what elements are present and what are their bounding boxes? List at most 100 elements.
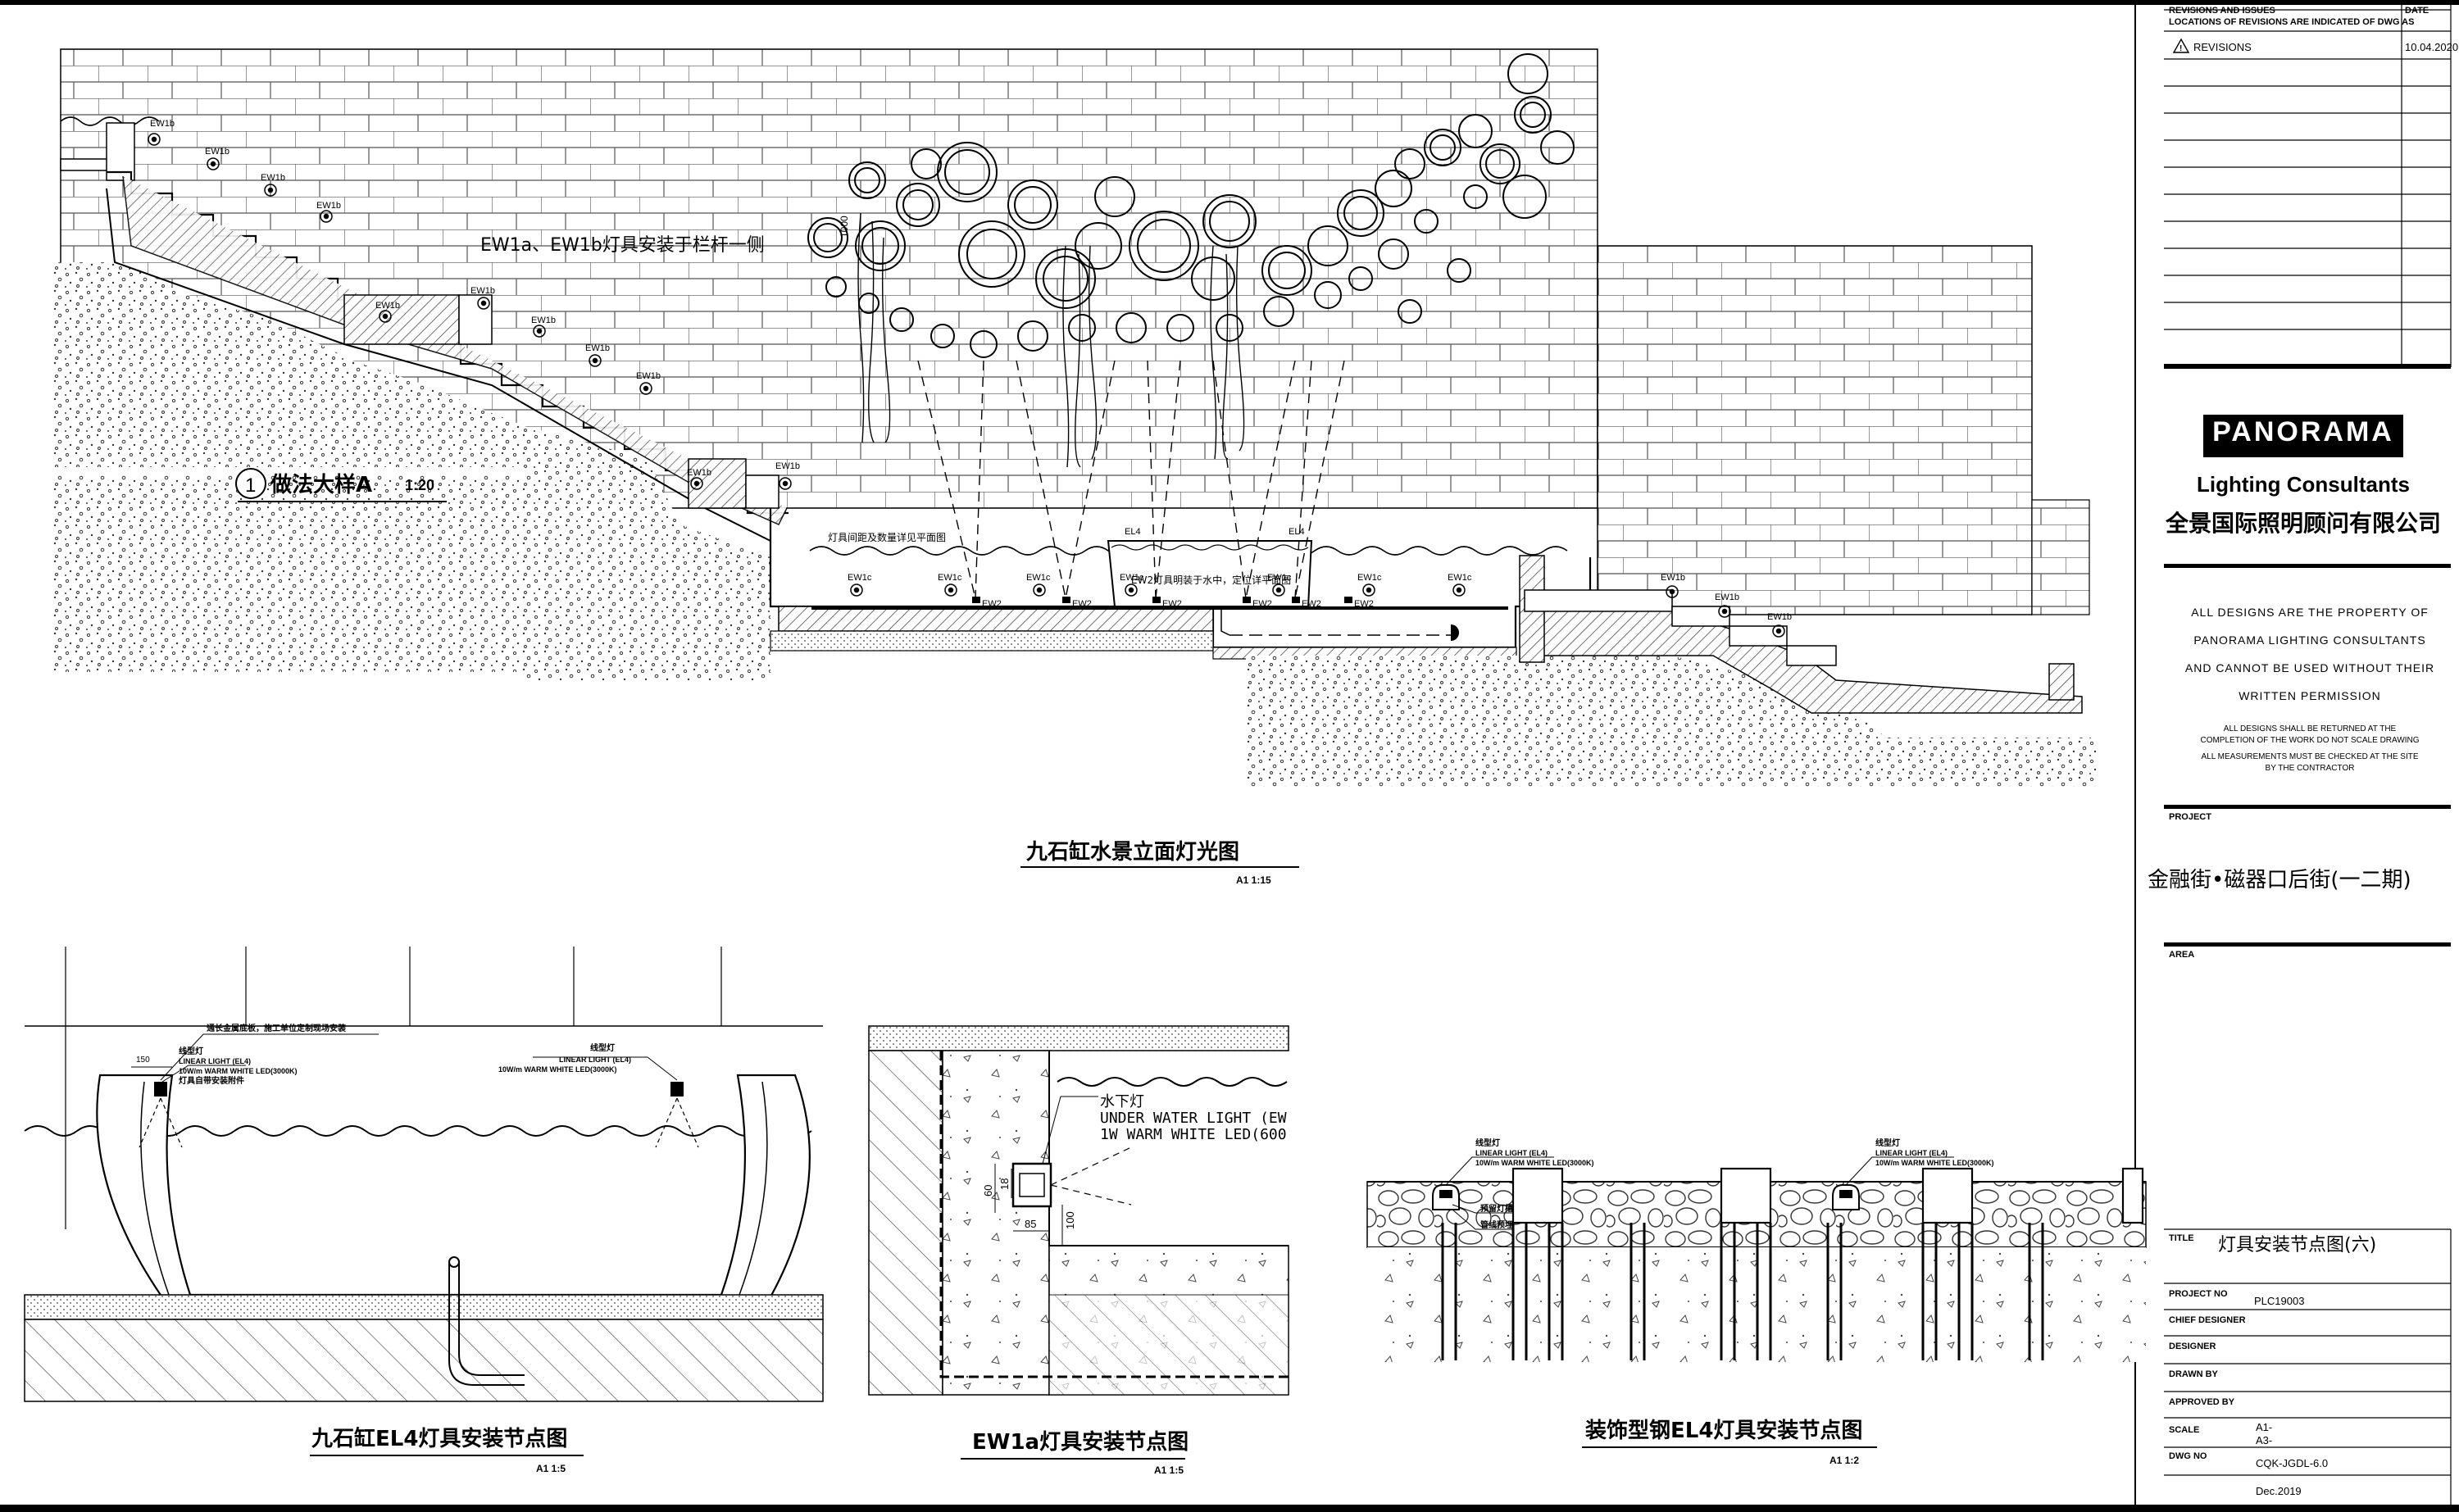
company-cn: 全景国际照明顾问有限公司 [2165, 510, 2441, 537]
svg-text:10W/m WARM WHITE LED(3000K): 10W/m WARM WHITE LED(3000K) [179, 1067, 298, 1075]
svg-text:DESIGNER: DESIGNER [2169, 1342, 2216, 1351]
detail-steel-title: 装饰型钢EL4灯具安装节点图 [1585, 1418, 1862, 1443]
elevation-scale: A1 1:15 [1236, 874, 1271, 886]
svg-text:PROJECT NO: PROJECT NO [2169, 1289, 2228, 1299]
svg-text:60: 60 [982, 1185, 994, 1196]
ew1b-markers-left [148, 133, 792, 490]
svg-text:EW2: EW2 [1252, 599, 1272, 609]
brick-wall-right [1597, 245, 2033, 615]
svg-text:LINEAR LIGHT (EL4): LINEAR LIGHT (EL4) [559, 1056, 631, 1064]
svg-text:CHIEF DESIGNER: CHIEF DESIGNER [2169, 1315, 2246, 1325]
sheet-title: 灯具安装节点图(六) [2218, 1235, 2376, 1255]
svg-text:10W/m WARM WHITE LED(3000K): 10W/m WARM WHITE LED(3000K) [498, 1065, 617, 1074]
svg-text:1: 1 [245, 474, 256, 497]
svg-text:LOCATIONS OF REVISIONS ARE IND: LOCATIONS OF REVISIONS ARE INDICATED OF … [2169, 17, 2414, 27]
svg-text:EW1c: EW1c [1120, 573, 1144, 583]
elevation-drawing: EW1b EW1b EW1b EW1b EW1b EW1b EW1b EW1b … [52, 48, 2098, 886]
detail-ew1a: 60 18 100 85 水下灯 UNDER WATER LIGHT (EW 1… [868, 1025, 1289, 1476]
svg-text:REVISIONS AND ISSUES: REVISIONS AND ISSUES [2169, 6, 2275, 16]
svg-text:10W/m WARM WHITE LED(3000K): 10W/m WARM WHITE LED(3000K) [1475, 1159, 1594, 1167]
detail-el4-scale: A1 1:5 [536, 1463, 566, 1474]
svg-text:10.04.2020: 10.04.2020 [2405, 41, 2458, 53]
svg-text:EW1b: EW1b [1661, 573, 1685, 583]
svg-text:LINEAR LIGHT (EL4): LINEAR LIGHT (EL4) [1875, 1149, 1948, 1157]
svg-text:EW1b: EW1b [1767, 612, 1792, 622]
svg-text:DWG NO: DWG NO [2169, 1451, 2207, 1461]
water-streams [857, 212, 1245, 468]
ew1c-markers [850, 583, 1785, 638]
svg-text:EW1b: EW1b [150, 119, 175, 129]
svg-text:EW1b: EW1b [470, 286, 495, 296]
light-beams [917, 360, 1345, 599]
property-notice: ALL DESIGNS ARE THE PROPERTY OF PANORAMA… [2185, 606, 2434, 773]
project-name: 金融街•磁器口后街(一二期) [2148, 868, 2411, 892]
svg-text:EW2: EW2 [1302, 599, 1321, 609]
elevation-title: 九石缸水景立面灯光图 [1025, 839, 1239, 865]
svg-text:线型灯: 线型灯 [1475, 1137, 1500, 1148]
svg-text:ALL DESIGNS SHALL BE RETURNED: ALL DESIGNS SHALL BE RETURNED AT THE [2224, 724, 2397, 733]
svg-text:EW1c: EW1c [848, 573, 872, 583]
svg-text:ALL MEASUREMENTS MUST BE CHECK: ALL MEASUREMENTS MUST BE CHECKED AT THE … [2201, 752, 2418, 761]
svg-text:EW1b: EW1b [687, 468, 711, 478]
svg-text:EW1c: EW1c [938, 573, 962, 583]
svg-text:1W WARM WHITE LED(600: 1W WARM WHITE LED(600 [1100, 1126, 1287, 1143]
sculpture-circles [807, 53, 1575, 358]
title-block: REVISIONS AND ISSUES LOCATIONS OF REVISI… [2148, 0, 2458, 1505]
svg-text:EW1b: EW1b [775, 461, 800, 471]
dim-left: 1000 [839, 216, 850, 238]
svg-text:EW1b: EW1b [205, 147, 230, 157]
svg-text:PANORAMA LIGHTING CONSULTANTS: PANORAMA LIGHTING CONSULTANTS [2193, 633, 2425, 647]
svg-text:TITLE: TITLE [2169, 1233, 2194, 1243]
svg-text:PANORAMA: PANORAMA [2212, 416, 2394, 447]
svg-text:A3-: A3- [2256, 1434, 2272, 1446]
detail-steel-scale: A1 1:2 [1829, 1455, 1859, 1466]
note-spacing: 灯具间距及数量详见平面图 [828, 531, 946, 543]
detail-ew1a-title: EW1a灯具安装节点图 [972, 1429, 1189, 1455]
svg-text:COMPLETION OF THE WORK DO NOT: COMPLETION OF THE WORK DO NOT SCALE DRAW… [2200, 736, 2419, 745]
svg-text:EW1c: EW1c [1357, 573, 1382, 583]
svg-text:85: 85 [1025, 1218, 1036, 1230]
svg-text:EW1b: EW1b [375, 301, 400, 311]
svg-text:LINEAR LIGHT (EL4): LINEAR LIGHT (EL4) [179, 1057, 251, 1065]
detail-el4-title: 九石缸EL4灯具安装节点图 [311, 1426, 567, 1451]
svg-text:EW1b: EW1b [1715, 593, 1739, 602]
svg-text:A1-: A1- [2256, 1421, 2272, 1433]
svg-text:100: 100 [1064, 1211, 1076, 1229]
svg-text:AND CANNOT BE USED WITHOUT THE: AND CANNOT BE USED WITHOUT THEIR [2185, 661, 2434, 674]
panorama-logo: PANORAMA [2203, 415, 2403, 457]
stone-jar [96, 1074, 811, 1313]
svg-text:EW1b: EW1b [636, 371, 661, 381]
svg-text:150: 150 [136, 1056, 150, 1065]
svg-text:水下灯: 水下灯 [1100, 1093, 1144, 1110]
svg-text:EL4: EL4 [1125, 527, 1141, 537]
ew2-fixtures [972, 597, 1352, 603]
svg-text:线型灯: 线型灯 [179, 1046, 203, 1056]
svg-text:BY THE CONTRACTOR: BY THE CONTRACTOR [2266, 764, 2355, 773]
svg-text:DRAWN BY: DRAWN BY [2169, 1369, 2219, 1379]
svg-text:REVISIONS: REVISIONS [2193, 41, 2252, 53]
tag-labels: EW1b EW1b EW1b EW1b EW1b EW1b EW1b EW1b … [150, 119, 1792, 622]
svg-text:EW1b: EW1b [585, 343, 610, 353]
svg-text:线型灯: 线型灯 [590, 1042, 615, 1053]
svg-text:预留灯槽: 预留灯槽 [1480, 1203, 1513, 1214]
svg-text:CQK-JGDL-6.0: CQK-JGDL-6.0 [2256, 1457, 2328, 1469]
svg-text:PLC19003: PLC19003 [2254, 1295, 2304, 1307]
svg-text:APPROVED BY: APPROVED BY [2169, 1397, 2235, 1407]
svg-text:1:20: 1:20 [405, 477, 434, 493]
svg-text:PROJECT: PROJECT [2169, 812, 2211, 822]
svg-text:EW1c: EW1c [1448, 573, 1472, 583]
svg-text:ALL DESIGNS ARE THE PROPERTY O: ALL DESIGNS ARE THE PROPERTY OF [2191, 606, 2429, 619]
svg-text:做法大样A: 做法大样A [270, 472, 372, 497]
svg-text:EW1b: EW1b [316, 201, 341, 211]
svg-text:WRITTEN PERMISSION: WRITTEN PERMISSION [2239, 689, 2381, 702]
detail-steel-el4: 线型灯 LINEAR LIGHT (EL4) 10W/m WARM WHITE … [1366, 1137, 2147, 1466]
svg-text:LINEAR LIGHT (EL4): LINEAR LIGHT (EL4) [1475, 1149, 1548, 1157]
svg-text:EW2: EW2 [1354, 599, 1374, 609]
company-en: Lighting Consultants [2197, 472, 2410, 497]
svg-text:EW2: EW2 [982, 599, 1002, 609]
svg-text:EW2: EW2 [1072, 599, 1092, 609]
detail-ew1a-scale: A1 1:5 [1154, 1464, 1184, 1476]
detail-callout: 1 做法大样A 1:20 [235, 468, 447, 502]
detail-el4-jar: 150 通长金属底板，施工单位定制现场安装 线型灯 LINEAR LIGHT (… [24, 947, 824, 1474]
